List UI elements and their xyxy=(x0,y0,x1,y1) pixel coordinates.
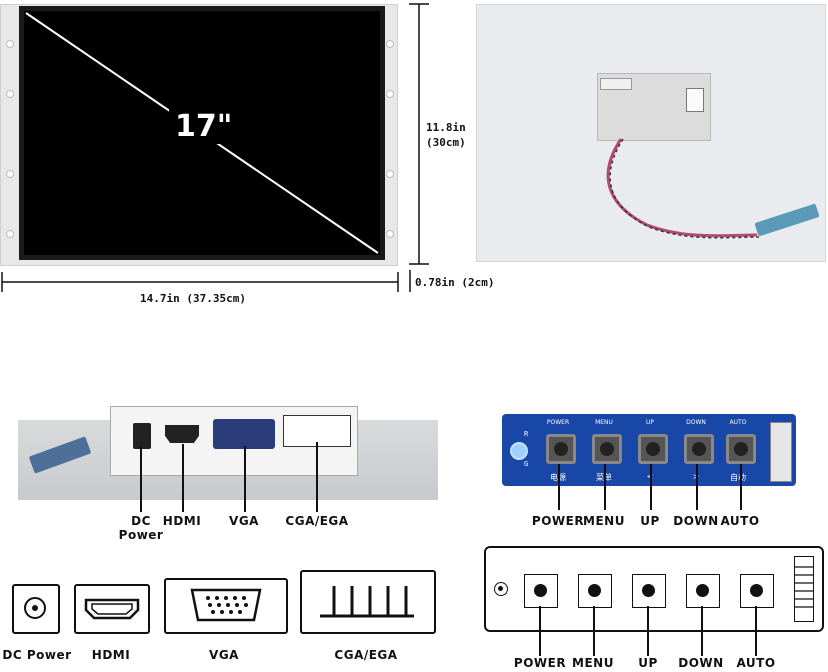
auto-button-photo xyxy=(726,434,756,464)
silk-down: DOWN xyxy=(686,419,706,426)
down-button-photo xyxy=(684,434,714,464)
pcb-connector xyxy=(770,422,792,482)
keypad-cable xyxy=(606,138,760,239)
port-label-vga: VGA xyxy=(229,514,259,528)
width-dimension-line xyxy=(1,270,411,292)
width-dimension-label: 14.7in (37.35cm) xyxy=(140,292,246,305)
up-key-drawing xyxy=(632,574,666,608)
keypad-label-menu: MENU xyxy=(583,514,625,528)
port-enclosure xyxy=(110,406,358,476)
vga-port xyxy=(213,419,275,449)
cga-ega-icon xyxy=(300,570,436,634)
power-key-drawing xyxy=(524,574,558,608)
mount-hole xyxy=(6,230,14,238)
port-label-cga-ega: CGA/EGA xyxy=(285,514,349,528)
led-indicator xyxy=(510,442,528,460)
drawing-label-auto: AUTO xyxy=(736,656,776,670)
mount-hole xyxy=(386,230,394,238)
menu-key-drawing xyxy=(578,574,612,608)
controller-box xyxy=(597,73,711,141)
dc-power-icon xyxy=(12,584,60,634)
vga-icon xyxy=(164,578,288,634)
keypad-label-up: UP xyxy=(640,514,660,528)
mount-hole xyxy=(6,90,14,98)
icon-label-vga: VGA xyxy=(209,648,239,662)
keypad-label-down: DOWN xyxy=(673,514,719,528)
monitor-screen: 17" xyxy=(19,6,385,260)
port-label-hdmi: HDMI xyxy=(162,514,202,528)
keypad-label-power: POWER xyxy=(531,514,585,528)
silk-right: > xyxy=(674,472,718,481)
keypad-label-auto: AUTO xyxy=(720,514,760,528)
up-button-photo xyxy=(638,434,668,464)
height-dimension-label: 11.8in (30cm) xyxy=(426,118,466,152)
keypad-drawing xyxy=(484,546,824,632)
keypad-pcb-photo: R G POWER MENU UP DOWN AUTO 电源 菜单 < > 自动 xyxy=(502,414,796,486)
led-label-r: R xyxy=(524,430,529,438)
silk-left: < xyxy=(628,472,672,481)
drawing-label-power: POWER xyxy=(513,656,567,670)
silk-menu: MENU xyxy=(595,419,613,426)
monitor-back-panel xyxy=(476,4,826,262)
drawing-label-up: UP xyxy=(638,656,658,670)
drawing-label-menu: MENU xyxy=(572,656,614,670)
mount-hole xyxy=(386,90,394,98)
icon-label-dc-power: DC Power xyxy=(2,648,72,662)
menu-button-photo xyxy=(592,434,622,464)
hdmi-port xyxy=(165,425,199,443)
silk-power: POWER xyxy=(546,419,570,426)
led-label-g: G xyxy=(524,460,529,468)
connector-outline xyxy=(794,556,814,622)
keypad-board-photo xyxy=(28,436,92,474)
auto-key-drawing xyxy=(740,574,774,608)
mount-hole xyxy=(6,170,14,178)
depth-dimension-label: 0.78in (2cm) xyxy=(415,276,495,289)
hdmi-icon xyxy=(74,584,150,634)
drawing-label-down: DOWN xyxy=(678,656,724,670)
down-key-drawing xyxy=(686,574,720,608)
dc-power-port xyxy=(133,423,151,449)
icon-label-cga-ega: CGA/EGA xyxy=(334,648,398,662)
mount-hole xyxy=(6,40,14,48)
silk-up: UP xyxy=(645,419,654,426)
icon-label-hdmi: HDMI xyxy=(91,648,131,662)
led-outline xyxy=(494,582,508,596)
mount-hole xyxy=(386,40,394,48)
silk-cn-auto: 自动 xyxy=(730,473,746,482)
port-label-dc: DC Power xyxy=(118,514,164,542)
screen-size-label: 17" xyxy=(169,109,239,144)
power-button-photo xyxy=(546,434,576,464)
silk-auto: AUTO xyxy=(729,419,747,426)
height-dimension-line xyxy=(409,3,429,265)
mount-hole xyxy=(386,170,394,178)
